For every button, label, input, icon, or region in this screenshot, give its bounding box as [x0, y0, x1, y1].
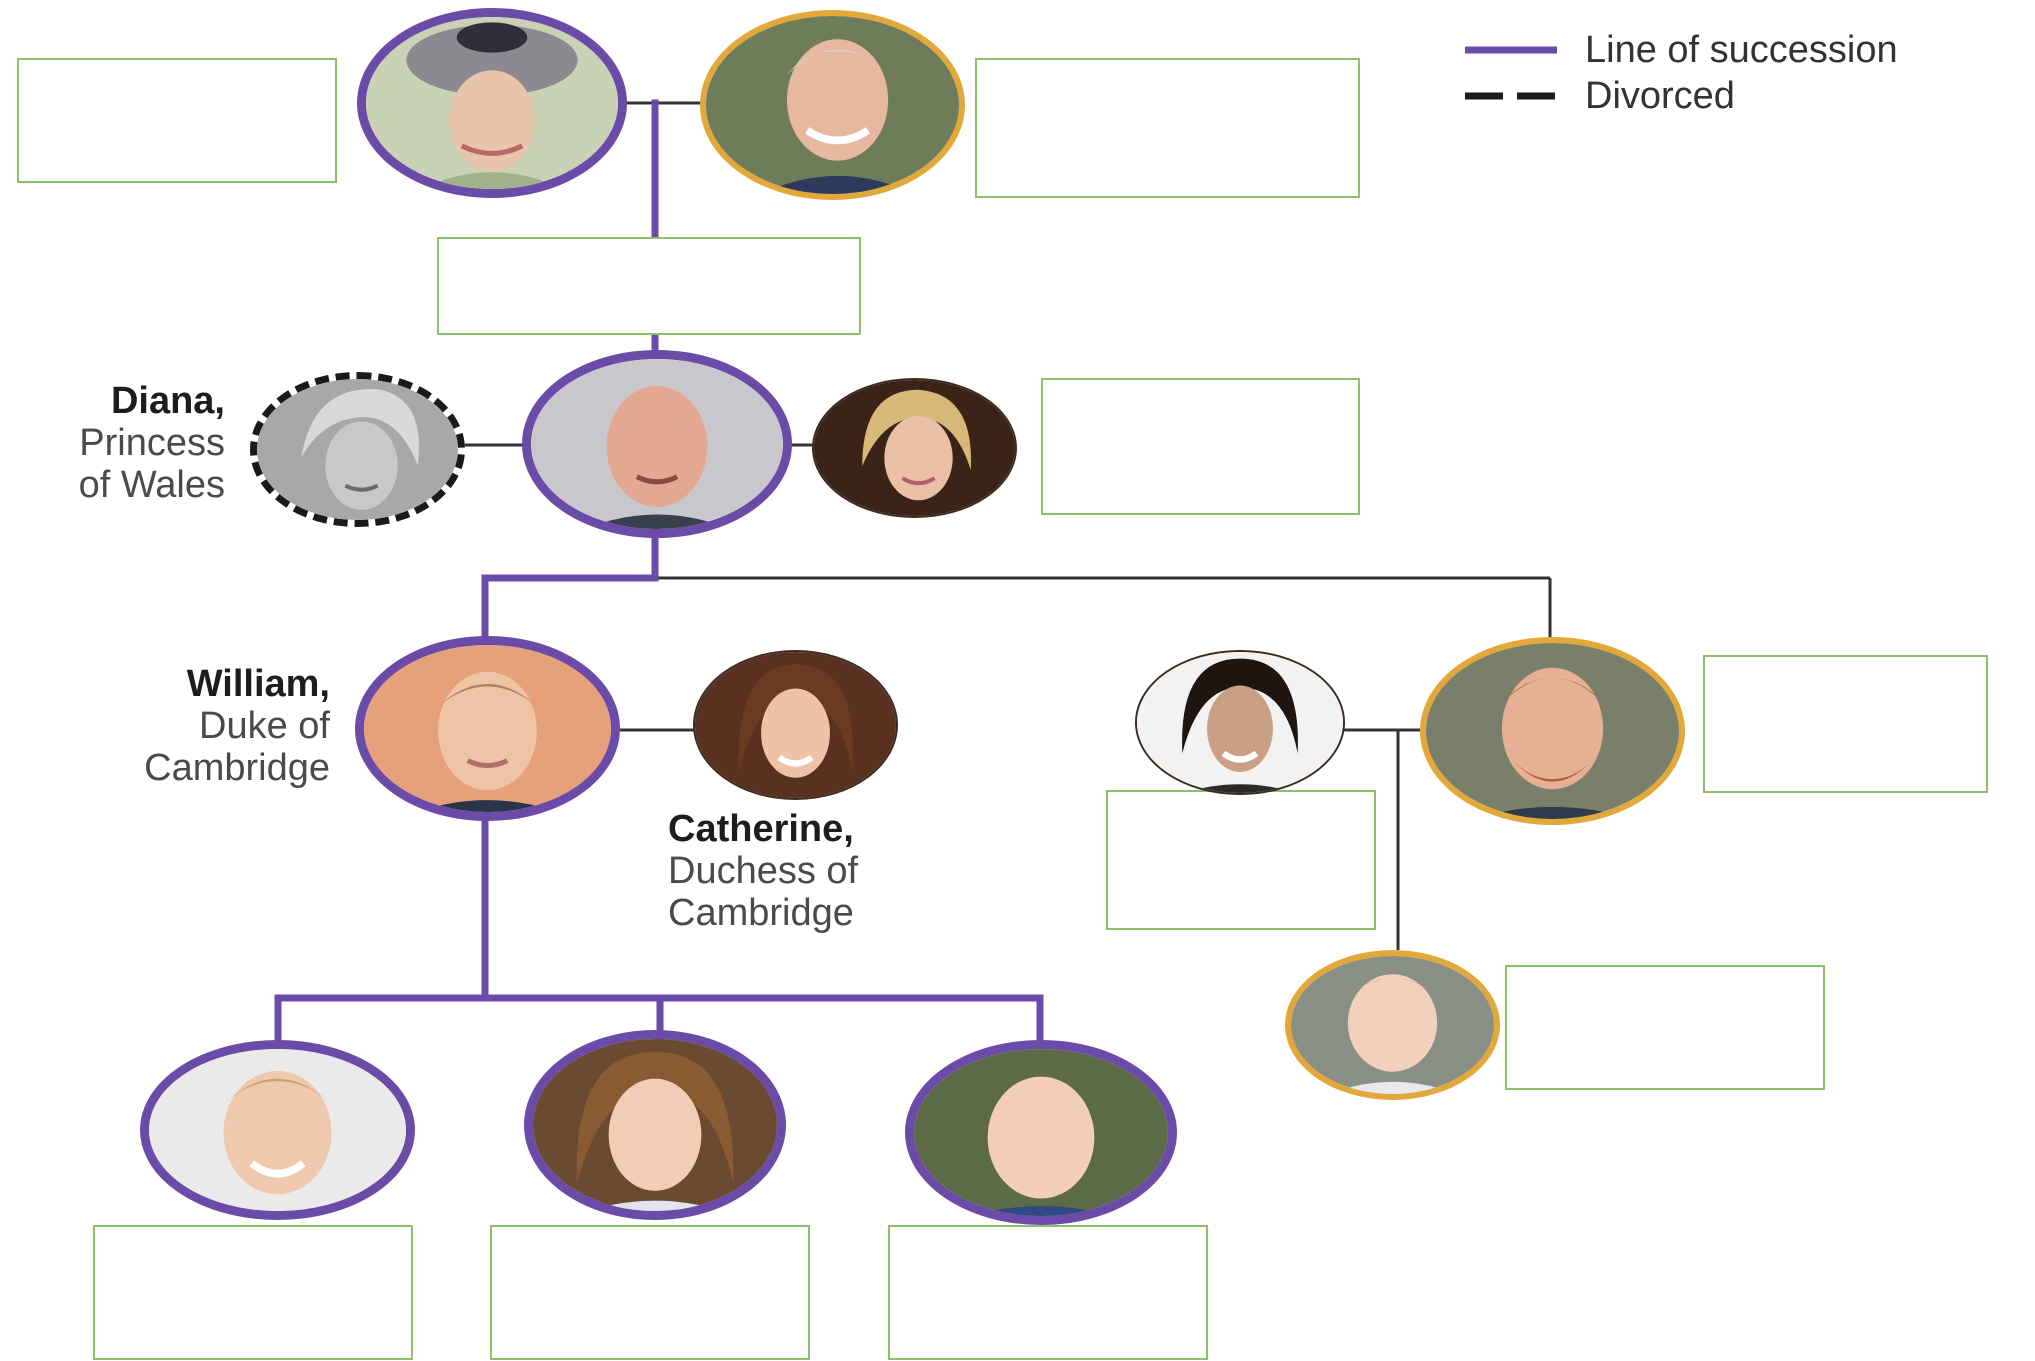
label-catherine: Catherine, Duchess of Cambridge: [668, 808, 988, 934]
label-box-philip[interactable]: [975, 58, 1360, 198]
portrait-george: [140, 1040, 415, 1220]
portrait-queen: [357, 8, 627, 198]
william-title-line2: Cambridge: [144, 747, 330, 789]
legend-label-divorced: Divorced: [1585, 75, 1735, 117]
catherine-title-line1: Duchess of: [668, 850, 859, 892]
portrait-charlotte: [524, 1030, 786, 1220]
label-diana: Diana, Princess of Wales: [10, 380, 225, 506]
portrait-camilla: [812, 378, 1017, 518]
portrait-louis: [905, 1040, 1177, 1225]
label-box-charles[interactable]: [437, 237, 861, 335]
legend-dashed-swatch: [1465, 92, 1557, 100]
label-box-charlotte[interactable]: [490, 1225, 810, 1360]
label-william: William, Duke of Cambridge: [40, 663, 330, 789]
label-box-george[interactable]: [93, 1225, 413, 1360]
portrait-diana: [250, 372, 465, 527]
label-box-camilla[interactable]: [1041, 378, 1360, 515]
portrait-philip: [700, 10, 965, 200]
label-box-archie[interactable]: [1505, 965, 1825, 1090]
diana-name: Diana,: [110, 380, 225, 422]
diana-title-line2: of Wales: [78, 464, 225, 506]
label-box-meghan[interactable]: [1106, 790, 1376, 930]
label-box-queen[interactable]: [17, 58, 337, 183]
portrait-charles: [522, 350, 792, 538]
label-box-louis[interactable]: [888, 1225, 1208, 1360]
legend-label-succession: Line of succession: [1585, 29, 1898, 71]
william-title-line1: Duke of: [199, 705, 330, 747]
portrait-harry: [1420, 637, 1685, 825]
portrait-archie: [1285, 950, 1500, 1100]
label-box-harry[interactable]: [1703, 655, 1988, 793]
portrait-catherine: [693, 650, 898, 800]
catherine-title-line2: Cambridge: [668, 892, 854, 934]
catherine-name: Catherine,: [668, 808, 854, 850]
portrait-meghan: [1135, 650, 1345, 795]
legend-solid-swatch: [1465, 46, 1557, 54]
portrait-william: [355, 636, 620, 821]
diana-title-line1: Princess: [79, 422, 225, 464]
william-name: William,: [186, 663, 330, 705]
